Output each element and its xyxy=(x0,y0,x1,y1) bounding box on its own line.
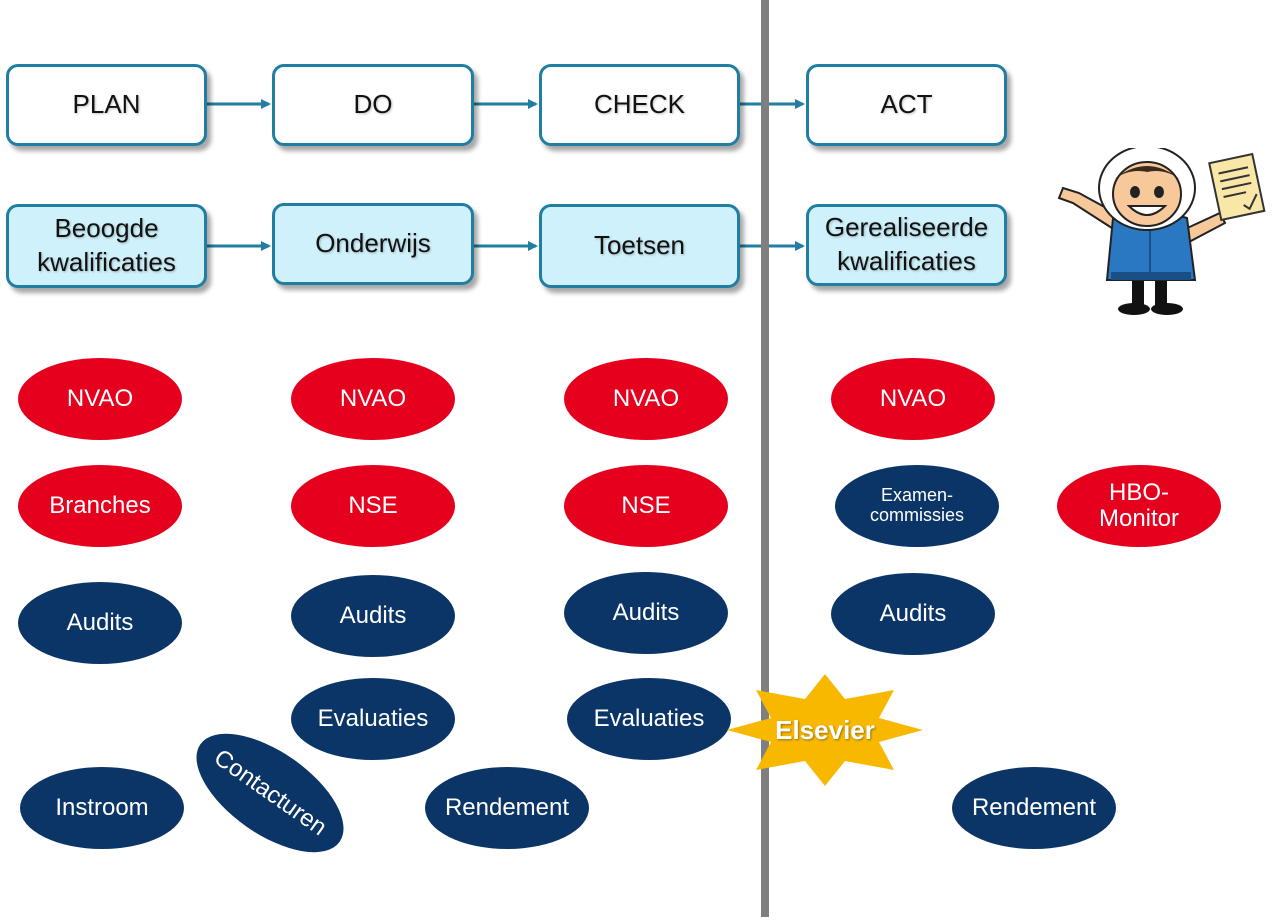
evaluaties-label: Evaluaties xyxy=(317,704,429,732)
pdca-plan-box: PLAN xyxy=(6,64,207,146)
hbo-monitor-oval: HBO- Monitor xyxy=(1057,465,1221,547)
nse-label: NSE xyxy=(621,491,671,519)
pdca-act-box: ACT xyxy=(806,64,1007,146)
nvao-oval-do: NVAO xyxy=(291,358,455,440)
rendement-oval-check: Rendement xyxy=(425,767,589,849)
star-burst-icon xyxy=(727,674,923,786)
pdca-do-box: DO xyxy=(272,64,474,146)
nvao-label: NVAO xyxy=(66,384,134,412)
phase-beoogde-box: Beoogde kwalificaties xyxy=(6,204,207,288)
phase-beoogde-label: Beoogde kwalificaties xyxy=(37,213,176,277)
phase-gerealiseerde-box: Gerealiseerde kwalificaties xyxy=(806,204,1007,286)
evaluaties-oval-do: Evaluaties xyxy=(291,678,455,760)
elsevier-label: Elsevier xyxy=(775,714,875,745)
hbo-monitor-label: HBO- Monitor xyxy=(1098,478,1180,532)
rendement-label: Rendement xyxy=(444,793,570,821)
audits-oval-do: Audits xyxy=(291,575,455,657)
audits-label: Audits xyxy=(612,598,680,626)
nvao-oval-act: NVAO xyxy=(831,358,995,440)
elsevier-star: Elsevier xyxy=(727,672,923,788)
audits-label: Audits xyxy=(879,599,947,627)
evaluaties-oval-check: Evaluaties xyxy=(567,678,731,760)
nvao-label: NVAO xyxy=(339,384,407,412)
audits-oval-act: Audits xyxy=(831,573,995,655)
rendement-oval-act: Rendement xyxy=(952,767,1116,849)
nvao-oval-check: NVAO xyxy=(564,358,728,440)
phase-toetsen-label: Toetsen xyxy=(593,230,686,261)
nvao-label: NVAO xyxy=(879,384,947,412)
plan-act-divider xyxy=(761,0,769,917)
instroom-oval: Instroom xyxy=(20,767,184,849)
nvao-oval-plan: NVAO xyxy=(18,358,182,440)
cartoon-inspector-with-checklist-icon xyxy=(1057,148,1266,315)
audits-oval-plan: Audits xyxy=(18,582,182,664)
evaluaties-label: Evaluaties xyxy=(593,704,705,732)
nse-oval-check: NSE xyxy=(564,465,728,547)
instroom-label: Instroom xyxy=(55,793,149,821)
nse-label: NSE xyxy=(348,491,398,519)
phase-onderwijs-label: Onderwijs xyxy=(315,228,431,259)
pdca-check-label: CHECK xyxy=(593,89,685,120)
phase-gerealiseerde-label: Gerealiseerde kwalificaties xyxy=(824,212,989,276)
rendement-label: Rendement xyxy=(971,793,1097,821)
audits-label: Audits xyxy=(339,601,407,629)
pdca-do-label: DO xyxy=(353,89,393,120)
branches-label: Branches xyxy=(49,491,151,519)
phase-onderwijs-box: Onderwijs xyxy=(272,203,474,285)
pdca-act-label: ACT xyxy=(880,89,933,120)
audits-label: Audits xyxy=(66,608,134,636)
pdca-plan-label: PLAN xyxy=(72,89,141,120)
examencommissies-oval: Examen- commissies xyxy=(835,465,999,547)
pdca-check-box: CHECK xyxy=(539,64,740,146)
nse-oval-do: NSE xyxy=(291,465,455,547)
examencommissies-label: Examen- commissies xyxy=(869,485,964,525)
branches-oval: Branches xyxy=(18,465,182,547)
phase-toetsen-box: Toetsen xyxy=(539,204,740,288)
audits-oval-check: Audits xyxy=(564,572,728,654)
nvao-label: NVAO xyxy=(612,384,680,412)
